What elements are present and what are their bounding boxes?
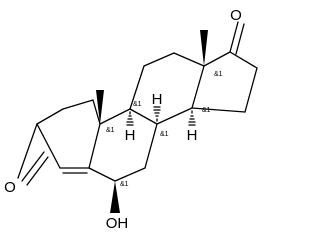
bond-c17-c16: [229, 51, 258, 69]
bond-c12-c13: [173, 52, 205, 67]
bond-c2-c3: [36, 108, 64, 125]
bond-c17-o-double: [235, 23, 245, 55]
stereo-label-c8: &1: [160, 131, 169, 138]
methyl-c10-wedge: [96, 90, 104, 124]
hydroxyl-label: OH: [106, 215, 129, 232]
ring-b: [88, 108, 158, 182]
bond-c13-c14: [191, 65, 205, 109]
ketone-c3: [21, 151, 49, 186]
stereo-label-c13: &1: [214, 71, 223, 78]
bond-c5-c10: [88, 123, 101, 169]
bond-c6-c7: [114, 167, 146, 182]
bond-c3-o-single: [17, 123, 38, 179]
bond-c10-c1: [92, 99, 101, 125]
bond-c5-c6: [88, 167, 116, 182]
ring-d: [191, 51, 258, 113]
hash-c8-h: [153, 106, 161, 122]
steroid-structure-diagram: O O OH H H H &1 &1 &1 &1 &1 &1: [4, 7, 258, 232]
hydrogen-label-c14: H: [187, 127, 198, 144]
stereo-label-c6: &1: [120, 181, 129, 188]
bond-c11-c12: [143, 52, 175, 67]
bond-c15-c14: [191, 107, 246, 113]
bond-c9-c11: [129, 65, 145, 110]
stereo-label-c14: &1: [202, 107, 211, 114]
bond-c13-c17: [203, 51, 231, 67]
ketone-c17: [229, 21, 245, 55]
bond-c14-c8: [156, 107, 193, 125]
bond-c17-o: [229, 21, 239, 53]
bond-c8-c9: [129, 108, 158, 125]
oxygen-label-c17: O: [230, 7, 242, 24]
stereo-label-c9: &1: [133, 101, 142, 108]
bond-c7-c8: [144, 123, 158, 169]
hash-c9-h: [126, 111, 134, 126]
hydrogen-label-c9: H: [125, 127, 136, 144]
hash-c14-h: [188, 110, 196, 126]
stereo-label-c10: &1: [106, 127, 115, 134]
bond-c16-c15: [244, 67, 258, 113]
bond-c3-o-double: [26, 156, 49, 186]
ring-c: [129, 52, 205, 125]
bond-c1-c2: [62, 99, 94, 110]
bond-c3-c4: [36, 123, 61, 169]
hydrogen-label-c8: H: [152, 91, 163, 108]
ring-a: [17, 99, 101, 179]
hydroxyl-c6-wedge: [110, 181, 120, 213]
bond-c9-c10: [99, 108, 131, 125]
oxygen-label-c3: O: [4, 179, 16, 196]
bond-c3-o: [21, 151, 45, 182]
methyl-c13-wedge: [200, 30, 208, 66]
